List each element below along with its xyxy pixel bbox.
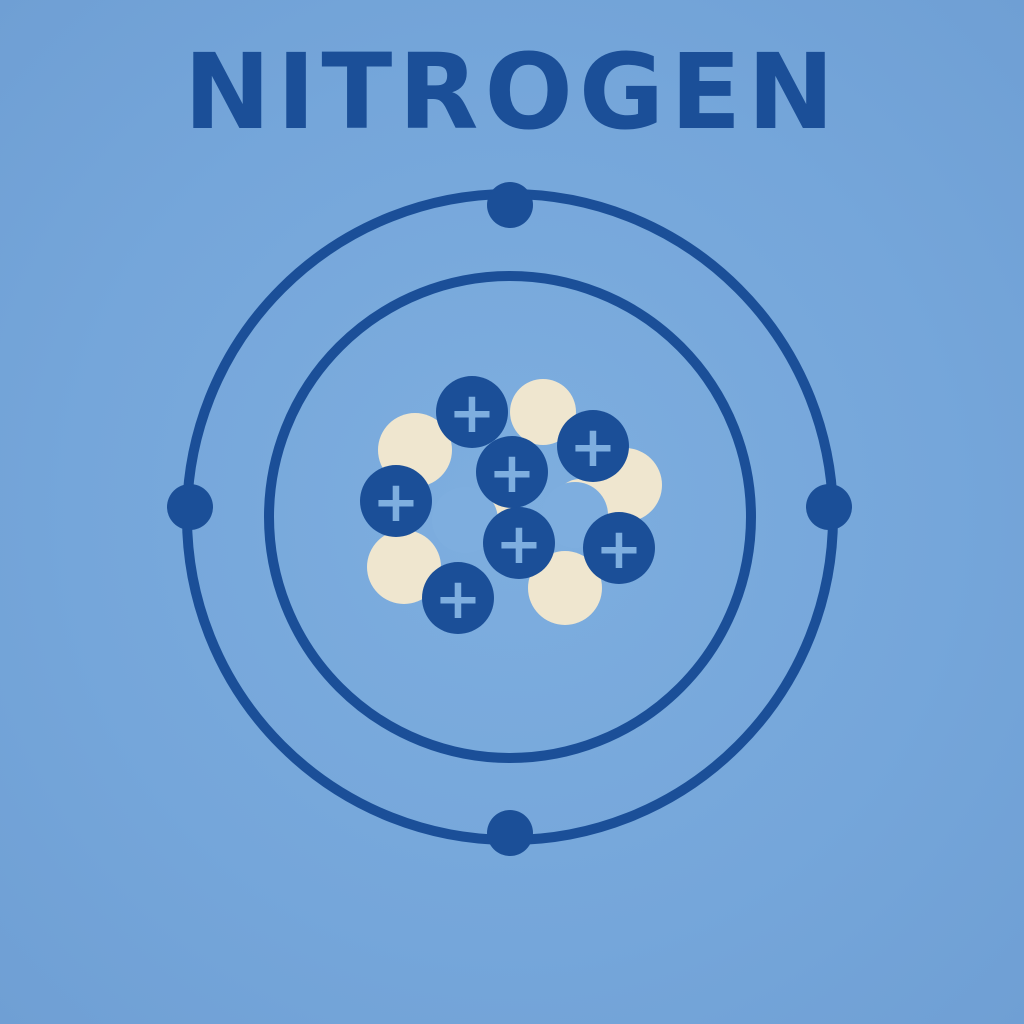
proton: +	[436, 376, 508, 448]
proton: +	[483, 507, 555, 579]
proton-sign: +	[496, 512, 543, 577]
electron	[167, 484, 213, 530]
nucleus-gap	[432, 487, 498, 553]
electron	[487, 182, 533, 228]
proton-sign: +	[449, 381, 496, 446]
nucleus: + + + + +	[360, 376, 662, 634]
proton-sign: +	[373, 470, 420, 535]
neutron	[528, 551, 602, 625]
electron	[806, 484, 852, 530]
electron	[487, 810, 533, 856]
element-title: NITROGEN	[183, 31, 841, 153]
proton-sign: +	[489, 441, 536, 506]
neutron	[367, 530, 441, 604]
proton-sign: +	[596, 517, 643, 582]
proton: +	[583, 512, 655, 584]
electrons	[167, 182, 852, 856]
protons: + + + + +	[360, 376, 655, 634]
inner-orbit	[264, 271, 756, 763]
proton: +	[476, 436, 548, 508]
proton-sign: +	[435, 567, 482, 632]
proton: +	[422, 562, 494, 634]
proton: +	[360, 465, 432, 537]
proton: +	[557, 410, 629, 482]
proton-sign: +	[570, 415, 617, 480]
neutron	[510, 379, 576, 445]
